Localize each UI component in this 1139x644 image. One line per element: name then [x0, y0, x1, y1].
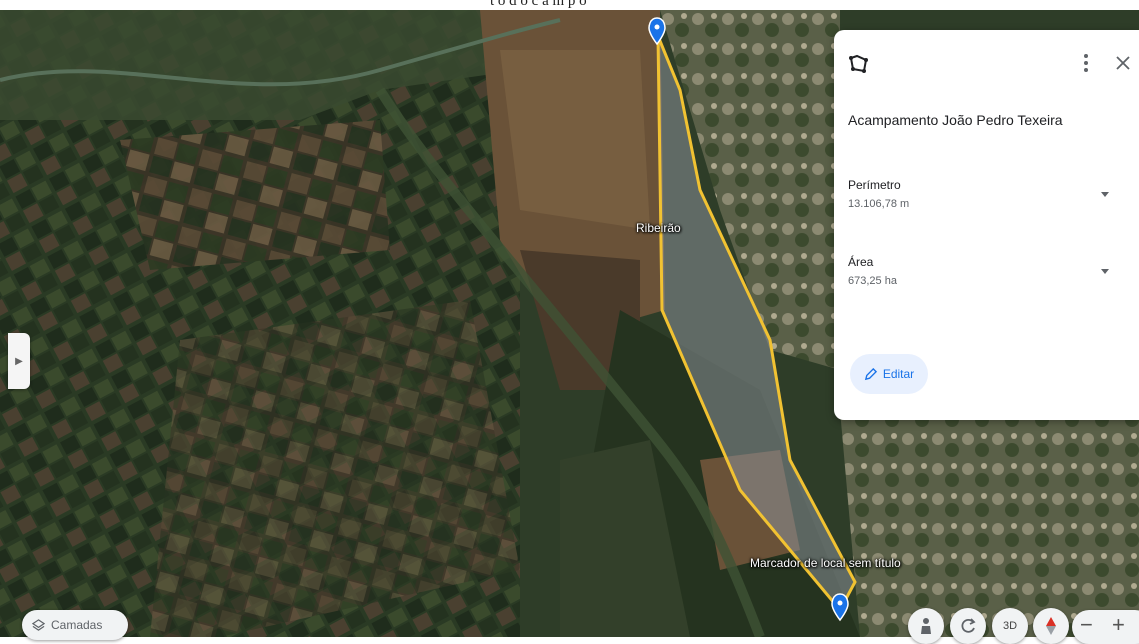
view-3d-label: 3D	[1002, 620, 1018, 632]
edit-label: Editar	[882, 367, 915, 381]
location-pin-icon[interactable]	[831, 593, 849, 622]
polygon-icon	[849, 54, 868, 73]
chevron-down-icon[interactable]	[1100, 268, 1110, 276]
perimeter-label: Perímetro	[848, 178, 901, 192]
street-view-button[interactable]	[908, 608, 944, 644]
pencil-icon	[864, 367, 877, 380]
chevron-down-icon[interactable]	[1100, 191, 1110, 199]
zoom-out-icon[interactable]: −	[1080, 612, 1093, 637]
area-label: Área	[848, 255, 874, 269]
layers-button[interactable]: Camadas	[22, 610, 128, 640]
marker-label[interactable]: Marcador de local sem título	[750, 556, 901, 570]
measured-area-polygon[interactable]	[656, 35, 857, 613]
edit-button[interactable]: Editar	[850, 354, 928, 394]
perimeter-value: 13.106,78 m	[848, 198, 910, 210]
zoom-controls: − +	[1072, 610, 1139, 644]
layers-label: Camadas	[51, 618, 103, 632]
place-label: Ribeirão	[636, 221, 681, 235]
caption-text: t o d o c a m p o	[490, 0, 587, 9]
chevron-right-icon: ▶	[15, 355, 23, 367]
feature-title: Acampamento João Pedro Texeira	[848, 112, 1063, 128]
rotate-icon	[961, 618, 976, 633]
measurement-panel: Acampamento João Pedro Texeira Perímetro…	[834, 30, 1139, 420]
zoom-in-icon[interactable]: +	[1112, 612, 1125, 637]
rotate-button[interactable]	[950, 608, 986, 644]
more-options-icon[interactable]	[1081, 52, 1091, 74]
compass-button[interactable]	[1033, 608, 1069, 644]
close-icon[interactable]	[1114, 54, 1132, 72]
compass-icon	[1046, 617, 1056, 635]
area-value: 673,25 ha	[848, 275, 897, 287]
location-pin-icon[interactable]	[648, 17, 666, 46]
layers-icon	[32, 618, 45, 631]
person-icon	[921, 618, 931, 634]
caption-strip: t o d o c a m p o	[0, 0, 1139, 10]
side-panel-toggle[interactable]: ▶	[8, 333, 30, 389]
view-3d-button[interactable]: 3D	[992, 608, 1028, 644]
